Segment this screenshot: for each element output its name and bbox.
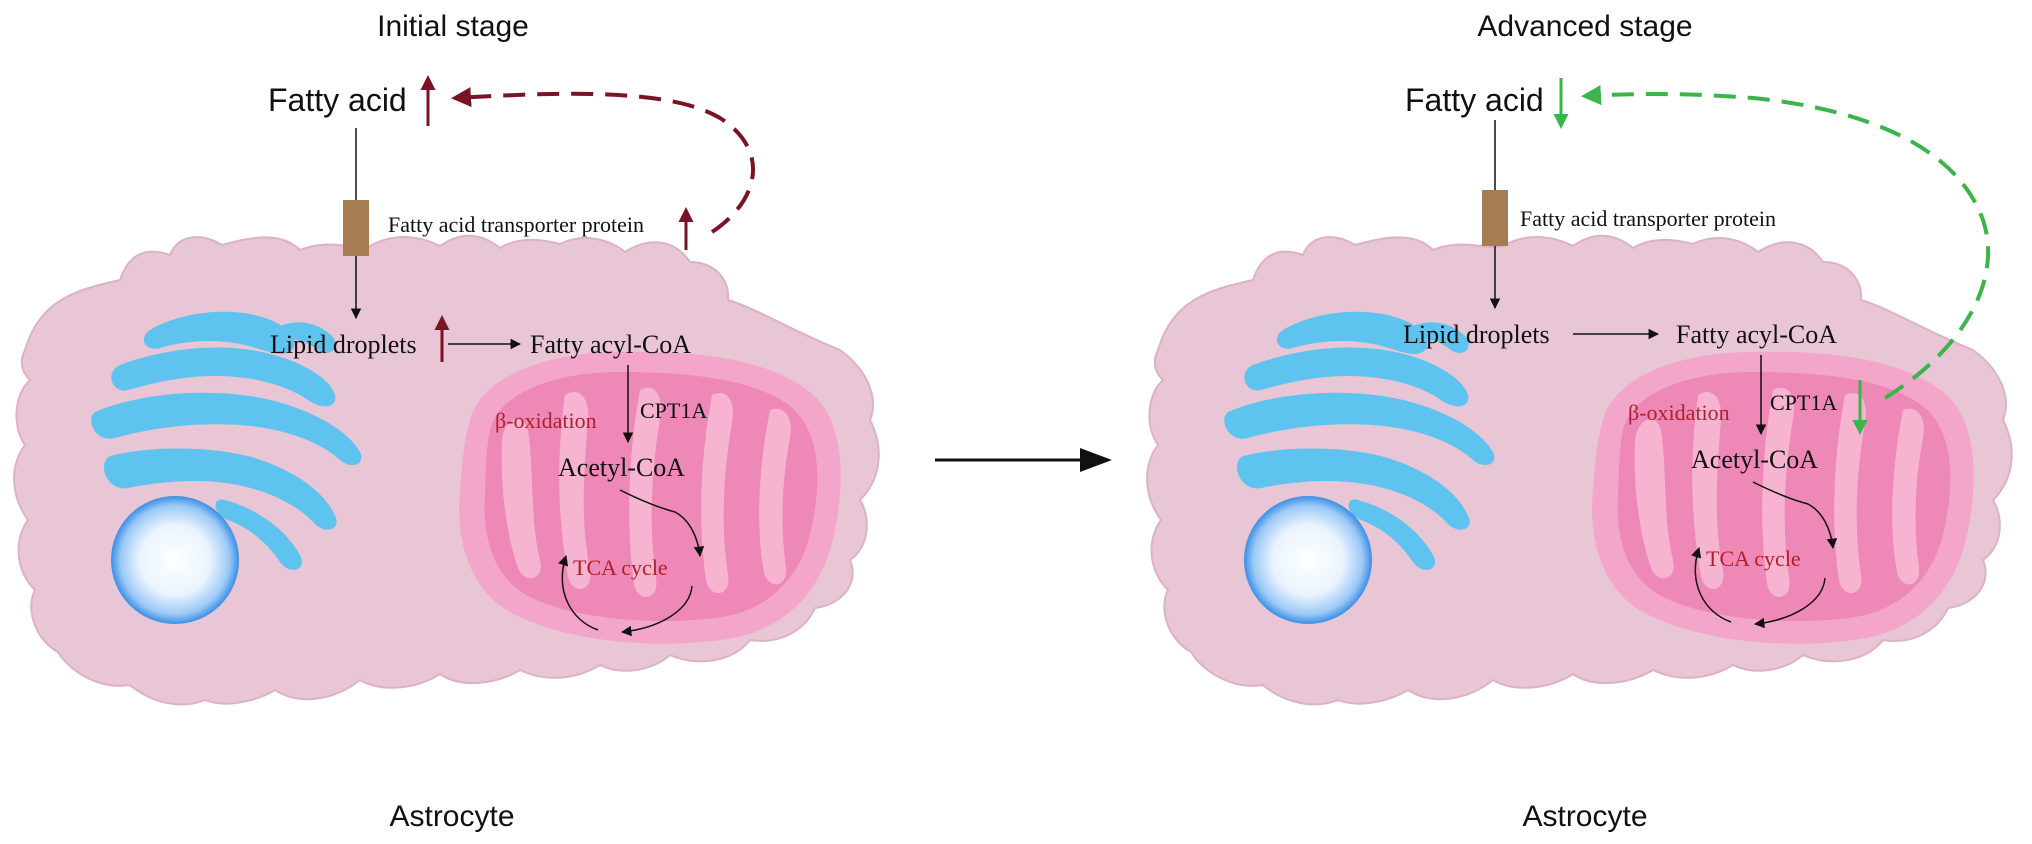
transporter-protein [343, 200, 369, 256]
cpt1a-label: CPT1A [1770, 390, 1837, 415]
panel-advanced-stage: Advanced stage Fatty acid Fatty acid tra… [1147, 10, 2012, 833]
tca-cycle-label: TCA cycle [1706, 546, 1801, 571]
mitochondrion [459, 352, 841, 644]
nucleus [1244, 496, 1372, 624]
beta-oxidation-label: β-oxidation [495, 408, 597, 433]
stage-title: Advanced stage [1477, 10, 1692, 43]
nucleus [111, 496, 239, 624]
panel-initial-stage: Initial stage Fatty acid Fatty acid tran… [14, 10, 879, 833]
acetyl-coa-label: Acetyl-CoA [1691, 445, 1818, 474]
fatty-acid-label: Fatty acid [268, 82, 407, 118]
acetyl-coa-label: Acetyl-CoA [558, 453, 685, 482]
arrow-right-icon [935, 448, 1112, 472]
cpt1a-label: CPT1A [640, 398, 707, 423]
cell-label: Astrocyte [1522, 800, 1647, 833]
stage-title: Initial stage [377, 10, 529, 43]
fatty-acid-label: Fatty acid [1405, 82, 1544, 118]
beta-oxidation-label: β-oxidation [1628, 400, 1730, 425]
tca-cycle-label: TCA cycle [573, 555, 668, 580]
fatty-acyl-coa-label: Fatty acyl-CoA [530, 330, 691, 359]
lipid-droplets-label: Lipid droplets [270, 330, 417, 359]
fatty-acyl-coa-label: Fatty acyl-CoA [1676, 320, 1837, 349]
transporter-label: Fatty acid transporter protein [388, 212, 644, 237]
transporter-protein [1482, 190, 1508, 246]
lipid-droplets-label: Lipid droplets [1403, 320, 1550, 349]
transporter-label: Fatty acid transporter protein [1520, 206, 1776, 231]
cell-label: Astrocyte [389, 800, 514, 833]
